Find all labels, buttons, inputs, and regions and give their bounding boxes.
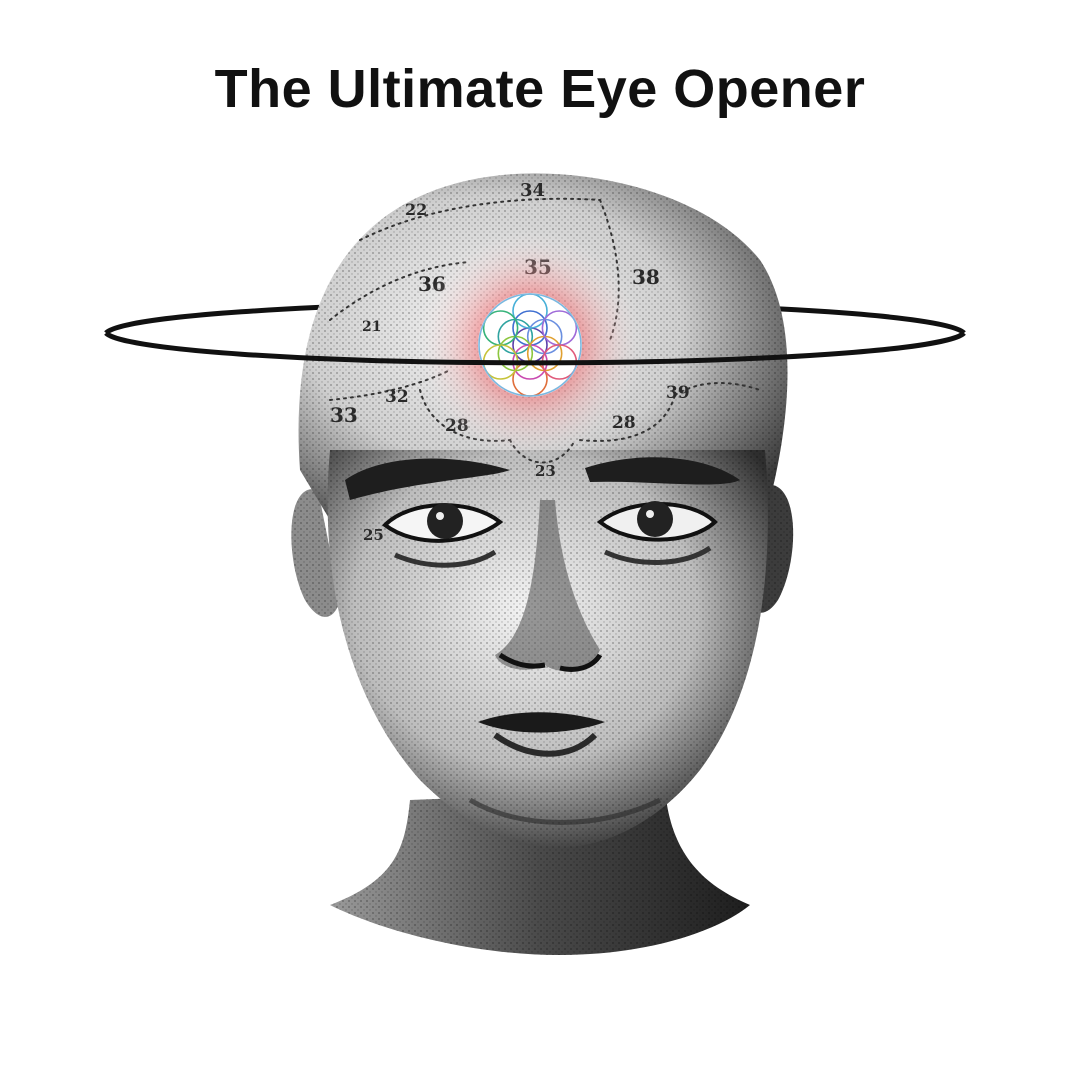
nose [495, 500, 603, 672]
map-number: 39 [666, 383, 690, 403]
left-ear [291, 489, 340, 617]
page-title: The Ultimate Eye Opener [214, 59, 866, 119]
map-number: 32 [385, 387, 409, 407]
jaw-shadow [468, 797, 662, 825]
flower-of-life-icon [478, 293, 582, 397]
map-number: 22 [405, 200, 427, 219]
eyebrows [345, 457, 740, 500]
map-number: 34 [520, 180, 545, 201]
map-number: 33 [330, 403, 358, 427]
map-number: 21 [362, 319, 381, 335]
halo-ring-front [104, 331, 966, 366]
right-eye [596, 501, 718, 566]
map-number: 23 [535, 462, 556, 480]
mouth [478, 712, 605, 757]
left-eye [381, 503, 504, 568]
map-number: 25 [363, 526, 384, 544]
map-number: 38 [632, 265, 660, 289]
neck-shape [330, 790, 750, 955]
